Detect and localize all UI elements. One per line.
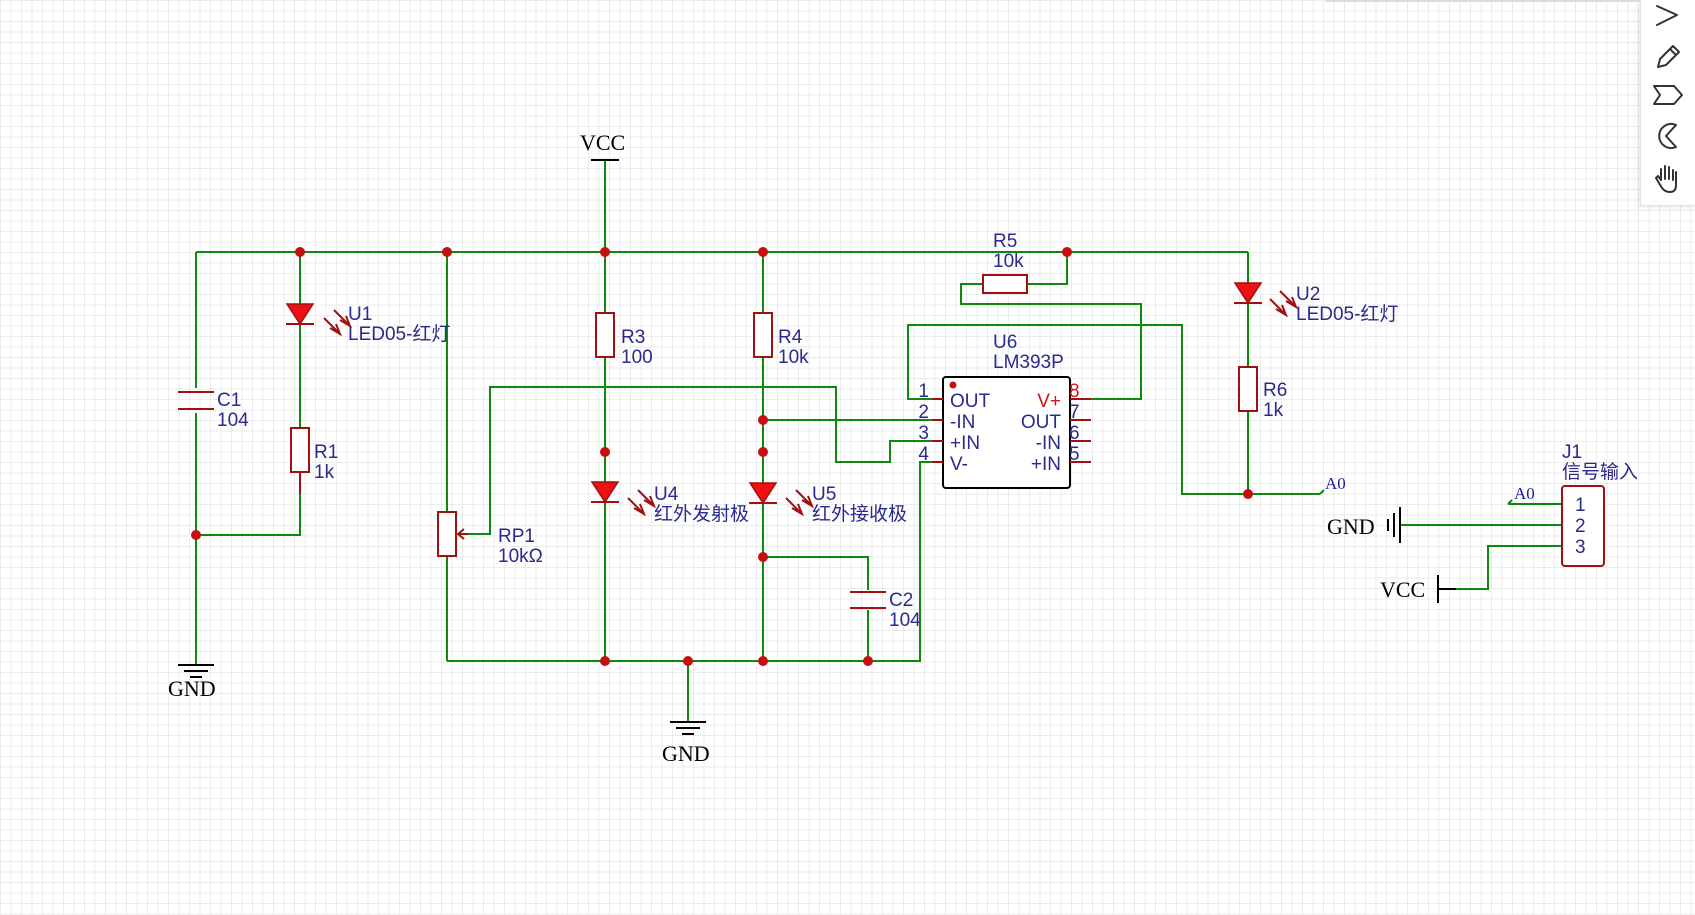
hand-icon[interactable]: [1649, 160, 1685, 196]
resistor-r4[interactable]: R4 10k: [753, 312, 809, 368]
r3-ref: R3: [621, 327, 645, 348]
u1-ref: U1: [348, 304, 372, 325]
r6-ref: R6: [1263, 380, 1287, 401]
gnd-left-label: GND: [168, 676, 216, 701]
vcc-connector-label: VCC: [1380, 577, 1425, 602]
u6-pin2-name: -IN: [950, 412, 975, 433]
junctions: [191, 247, 1253, 666]
led-u2[interactable]: U2 LED05-红灯: [1233, 282, 1398, 325]
u6-pin8-name: V+: [1037, 391, 1061, 412]
gnd-connector-symbol[interactable]: GND: [1327, 507, 1401, 543]
r1-value: 1k: [314, 462, 335, 483]
u6-pin3-num: 3: [918, 423, 929, 444]
a0-connector-label: A0: [1514, 484, 1535, 503]
net-label-a0-output[interactable]: A0: [1319, 474, 1346, 495]
c1-value: 104: [217, 410, 249, 431]
led-u1[interactable]: U1 LED05-红灯: [285, 303, 450, 345]
gnd-bottom-symbol[interactable]: GND: [662, 721, 710, 766]
u4-ref: U4: [654, 484, 679, 505]
pencil-icon[interactable]: [1649, 38, 1685, 74]
comparator-u6[interactable]: U6 LM393P 1 2 3 4 OUT -IN +IN V- 8 7 6 5…: [918, 332, 1091, 489]
wires: [195, 160, 1562, 722]
u6-pin5-name: +IN: [1031, 454, 1061, 475]
j1-pin1: 1: [1575, 495, 1586, 516]
u6-pin3-name: +IN: [950, 433, 980, 454]
rp1-ref: RP1: [498, 526, 535, 547]
u6-pin7-num: 7: [1069, 402, 1080, 423]
c2-ref: C2: [889, 590, 913, 611]
u6-ref: U6: [993, 332, 1017, 353]
u6-pin2-num: 2: [918, 402, 929, 423]
vcc-label: VCC: [580, 130, 625, 155]
c1-ref: C1: [217, 390, 241, 411]
j1-ref: J1: [1562, 442, 1582, 463]
u6-pin6-name: -IN: [1036, 433, 1061, 454]
gnd-connector-label: GND: [1327, 514, 1375, 539]
tool-palette: [1640, 0, 1695, 206]
connector-j1[interactable]: J1 信号输入 1 2 3: [1561, 442, 1638, 567]
vcc-connector-symbol[interactable]: VCC: [1380, 575, 1456, 603]
j1-value: 信号输入: [1562, 461, 1638, 483]
resistor-r5[interactable]: R5 10k: [982, 231, 1028, 294]
capacitor-c1[interactable]: C1 104: [178, 390, 249, 431]
u6-pin1-num: 1: [918, 381, 929, 402]
top-panel-edge: [1325, 0, 1640, 2]
r5-ref: R5: [993, 231, 1017, 252]
arc-icon[interactable]: [1649, 118, 1685, 154]
ir-receiver-u5[interactable]: U5 红外接收极: [748, 482, 907, 525]
tag-icon[interactable]: [1649, 77, 1685, 113]
j1-pin2: 2: [1575, 516, 1586, 537]
u1-value: LED05-红灯: [348, 323, 450, 345]
u5-ref: U5: [812, 484, 836, 505]
resistor-r6[interactable]: R6 1k: [1238, 366, 1287, 421]
u6-pin8-num: 8: [1069, 381, 1080, 402]
r4-value: 10k: [778, 347, 809, 368]
u6-value: LM393P: [993, 352, 1064, 373]
a0-output-label: A0: [1325, 474, 1346, 493]
c2-value: 104: [889, 610, 921, 631]
r1-ref: R1: [314, 442, 338, 463]
gnd-bottom-label: GND: [662, 741, 710, 766]
capacitor-c2[interactable]: C2 104: [850, 590, 921, 631]
u6-pin4-name: V-: [950, 454, 968, 475]
u6-pin5-num: 5: [1069, 444, 1080, 465]
resistor-r1[interactable]: R1 1k: [290, 427, 338, 494]
rp1-value: 10kΩ: [498, 546, 543, 567]
r3-value: 100: [621, 347, 653, 368]
vcc-top-symbol[interactable]: VCC: [580, 130, 625, 161]
u2-ref: U2: [1296, 284, 1320, 305]
j1-pin3: 3: [1575, 537, 1586, 558]
net-label-a0-connector[interactable]: A0: [1507, 484, 1535, 505]
u4-value: 红外发射极: [654, 503, 749, 525]
u6-pin4-num: 4: [918, 444, 929, 465]
r6-value: 1k: [1263, 400, 1284, 421]
gnd-left-symbol[interactable]: GND: [168, 664, 216, 701]
u5-value: 红外接收极: [812, 503, 907, 525]
ir-emitter-u4[interactable]: U4 红外发射极: [590, 481, 749, 525]
resistor-r3[interactable]: R3 100: [595, 312, 653, 368]
u2-value: LED05-红灯: [1296, 303, 1398, 325]
select-arrow-icon[interactable]: [1649, 0, 1685, 36]
r4-ref: R4: [778, 327, 803, 348]
potentiometer-rp1[interactable]: RP1 10kΩ: [437, 511, 543, 567]
r5-value: 10k: [993, 251, 1024, 272]
u6-pin6-num: 6: [1069, 423, 1080, 444]
u6-pin7-name: OUT: [1021, 412, 1062, 433]
u6-pin1-name: OUT: [950, 391, 991, 412]
